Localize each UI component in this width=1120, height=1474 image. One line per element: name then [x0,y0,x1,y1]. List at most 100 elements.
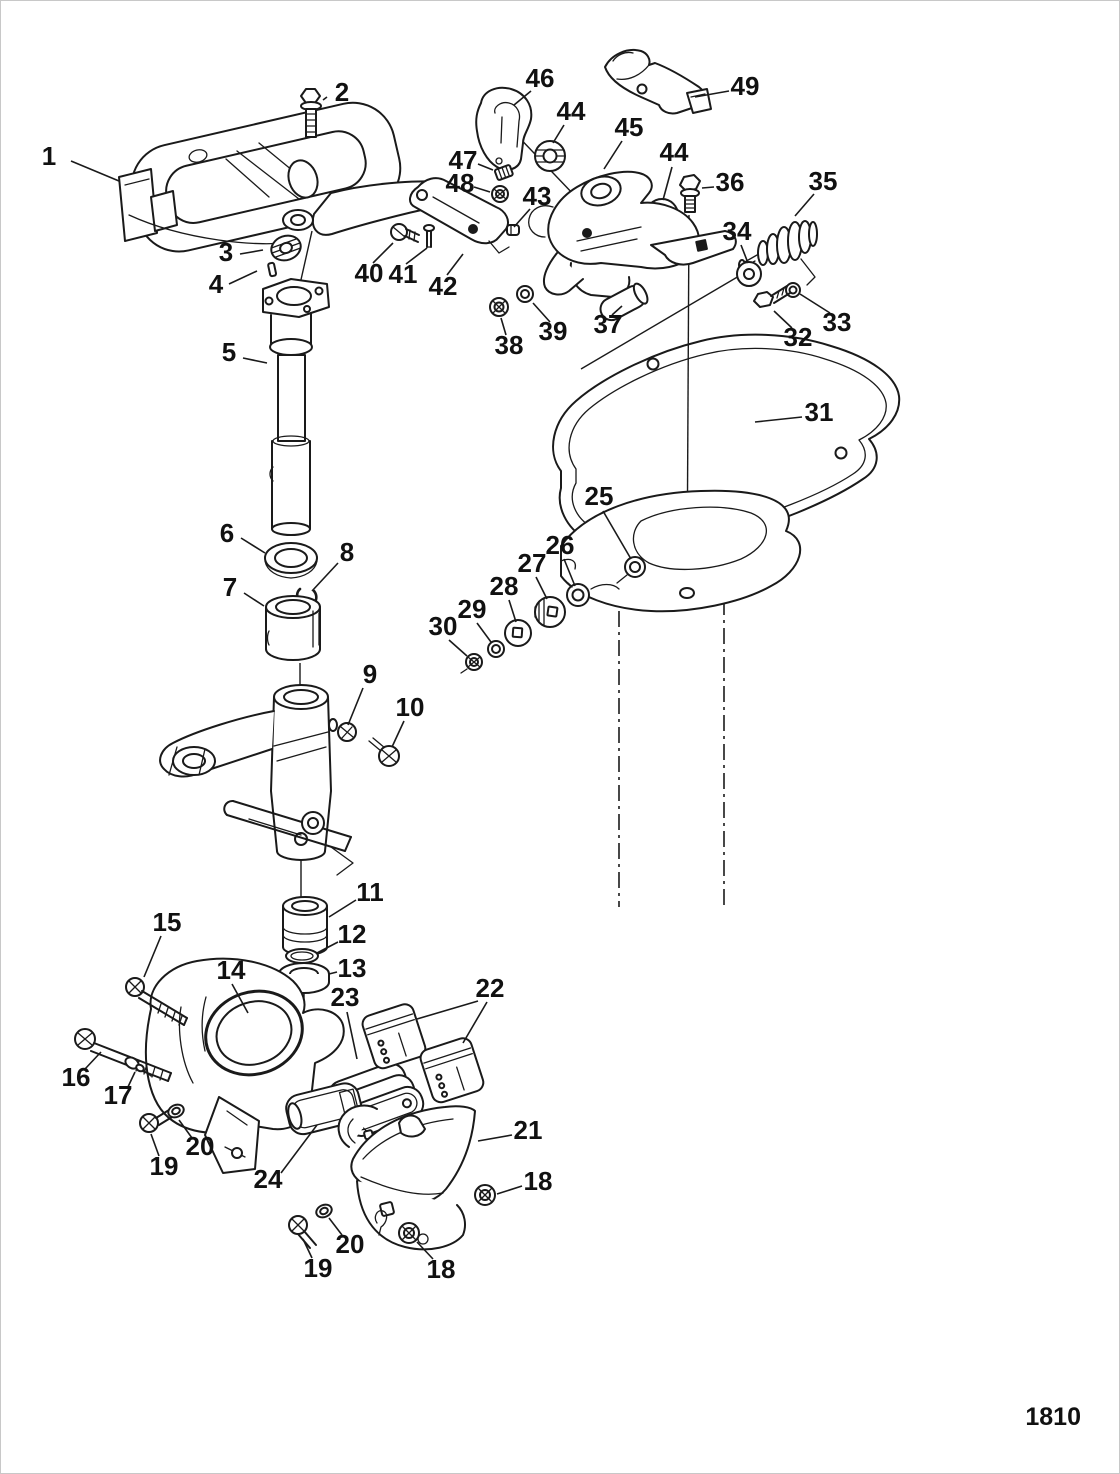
leader-line-43 [513,208,531,228]
part-49-upper-arm [604,49,712,115]
part-19-bolt-bottom [288,1215,317,1249]
callout-label-28: 28 [490,571,519,601]
callout-label-20: 20 [336,1229,365,1259]
callout-label-14: 14 [217,955,246,985]
callout-label-33: 33 [823,307,852,337]
callout-label-24: 24 [254,1164,283,1194]
part-40-screw [390,223,420,243]
leader-line-25 [602,510,632,560]
leader-line-24 [280,1124,318,1174]
leader-line-36 [701,186,715,189]
callout-label-3: 3 [219,237,233,267]
part-1-top-clamp-bracket [118,101,456,253]
callout-label-9: 9 [363,659,377,689]
part-3-bushing [270,234,302,262]
part-37-sleeve [599,282,649,322]
callout-label-2: 2 [335,77,349,107]
callout-label-39: 39 [539,316,568,346]
callout-label-10: 10 [396,692,425,722]
mount-plate [560,489,802,613]
leader-line-44 [552,124,565,144]
callout-label-43: 43 [523,181,552,211]
leader-line-41 [405,247,428,265]
part-47-stud [493,164,514,181]
part-19-bolt-upper [139,1109,173,1133]
callout-label-18: 18 [524,1166,553,1196]
leader-line-27 [535,576,548,600]
callout-label-36: 36 [716,167,745,197]
leader-line-20 [178,1119,193,1139]
leader-line-38 [500,317,507,336]
leader-line-48 [473,186,491,193]
leader-line-33 [799,293,831,314]
part-2-bolt [300,88,322,138]
part-20-washer-upper [167,1103,185,1119]
callout-label-31: 31 [805,397,834,427]
callout-label-29: 29 [458,594,487,624]
callout-label-6: 6 [220,518,234,548]
callout-label-44: 44 [660,137,689,167]
leader-line-3 [239,249,264,255]
part-29-washer [487,640,505,658]
callout-label-5: 5 [222,337,236,367]
callout-label-25: 25 [585,481,614,511]
page-number: 1810 [1025,1403,1081,1431]
part-15-bolt [125,977,188,1026]
callout-label-18: 18 [427,1254,456,1284]
part-6-ring [264,542,318,579]
callout-label-48: 48 [446,168,475,198]
part-9-screw [328,718,357,742]
part-4-pin [267,261,278,278]
part-48-nut [491,185,509,203]
callout-label-19: 19 [150,1151,179,1181]
callout-label-49: 49 [731,71,760,101]
leader-line-44 [662,166,673,201]
leader-line-19 [150,1133,160,1157]
part-38-nut [489,297,509,317]
callout-label-44: 44 [557,96,586,126]
callout-label-12: 12 [338,919,367,949]
callout-label-17: 17 [104,1080,133,1110]
callout-label-45: 45 [615,112,644,142]
part-18-nut-bottom [398,1222,420,1244]
leader-line-13 [328,971,338,975]
leader-line-35 [794,193,815,217]
part-36-bolt [679,174,701,213]
leader-line-1 [70,160,120,182]
leader-line-28 [508,599,517,623]
part-44-bushing-left [534,140,566,172]
part-45-upper-mount-bracket [528,170,737,298]
leader-line-20 [328,1217,343,1236]
leader-line-18 [416,1241,434,1260]
callout-label-20: 20 [186,1131,215,1161]
leader-line-6 [240,537,266,554]
part-28-disc [504,619,532,647]
callout-label-37: 37 [594,309,623,339]
callout-label-15: 15 [153,907,182,937]
callout-label-4: 4 [209,269,224,299]
leader-line-26 [563,558,576,587]
part-32-bolt [753,285,791,308]
callout-label-21: 21 [514,1115,543,1145]
part-11-bushing [282,896,328,956]
leader-line-39 [532,302,551,323]
part-17-screw [124,1056,152,1077]
leader-line-49 [694,90,730,98]
part-12-o-ring [285,948,319,964]
callout-label-32: 32 [784,322,813,352]
part-16-bolt [74,1028,172,1082]
leader-line-32 [773,310,793,329]
part-35-anchor-assembly [738,220,818,286]
callout-label-11: 11 [356,877,384,907]
part-7-bushing-cylinder [265,595,321,661]
leader-line-34 [740,244,749,264]
leader-line-14 [231,983,249,1014]
leader-line-23 [346,1011,358,1060]
leader-line-21 [477,1134,513,1142]
leader-line-42 [446,253,464,276]
leader-line-45 [603,140,623,170]
leader-line-16 [84,1051,102,1070]
leader-line-18 [496,1185,523,1195]
callout-label-35: 35 [809,166,838,196]
